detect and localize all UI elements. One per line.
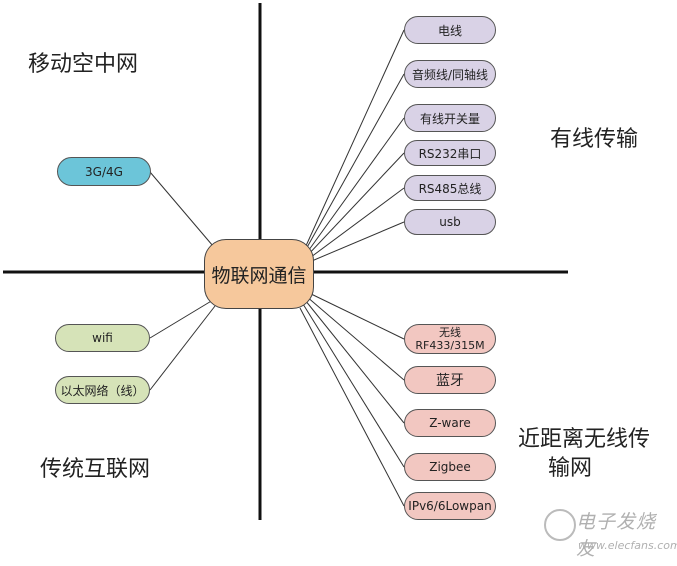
wired-node-power-line: 电线 bbox=[404, 16, 496, 44]
short-range-node-zwave: Z-ware bbox=[404, 409, 496, 437]
short-range-node-ipv6: IPv6/6Lowpan bbox=[404, 492, 496, 520]
watermark: 电子发烧友 www.elecfans.com bbox=[540, 505, 677, 560]
quadrant-label-short-range-line2: 输网 bbox=[548, 456, 593, 481]
watermark-title: 电子发烧友 bbox=[576, 511, 657, 560]
short-range-node-zigbee: Zigbee bbox=[404, 453, 496, 481]
rf-label-line1: 无线 bbox=[439, 326, 461, 339]
center-node: 物联网通信 bbox=[204, 239, 314, 309]
quadrant-label-wired: 有线传输 bbox=[550, 127, 639, 152]
wired-node-usb: usb bbox=[404, 209, 496, 235]
watermark-url: www.elecfans.com bbox=[578, 539, 677, 552]
mobile-node-3g-4g: 3G/4G bbox=[57, 157, 151, 186]
quadrant-label-short-range-line1: 近距离无线传 bbox=[518, 427, 651, 452]
watermark-logo-icon bbox=[544, 509, 576, 541]
short-range-node-rf: 无线 RF433/315M bbox=[404, 324, 496, 354]
connector-lines bbox=[149, 29, 405, 507]
wired-node-audio-coax: 音频线/同轴线 bbox=[404, 60, 496, 88]
short-range-node-bluetooth: 蓝牙 bbox=[404, 366, 496, 394]
internet-node-ethernet: 以太网络（线） bbox=[55, 376, 150, 404]
wired-node-rs485: RS485总线 bbox=[404, 175, 496, 201]
internet-node-wifi: wifi bbox=[55, 324, 150, 352]
wired-node-rs232: RS232串口 bbox=[404, 140, 496, 166]
rf-label-line2: RF433/315M bbox=[415, 339, 485, 352]
quadrant-label-mobile-network: 移动空中网 bbox=[28, 52, 139, 77]
quadrant-label-internet: 传统互联网 bbox=[40, 457, 151, 482]
wired-node-switch: 有线开关量 bbox=[404, 104, 496, 132]
